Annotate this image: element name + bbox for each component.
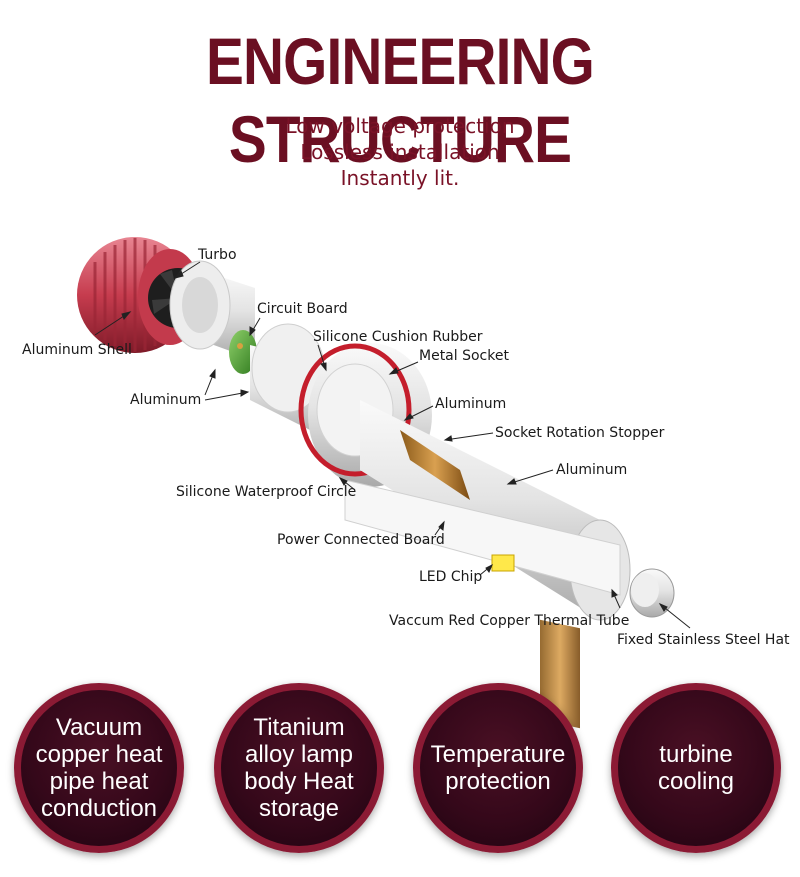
subtitle-line-3: Instantly lit. [340, 166, 460, 190]
label-aluminum-mid: Aluminum [435, 396, 507, 412]
label-vaccum-red-copper-thermal-tube: Vaccum Red Copper Thermal Tube [389, 613, 630, 629]
feature-badge-text: Temperature protection [430, 741, 566, 795]
label-metal-socket: Metal Socket [419, 348, 509, 364]
power-board-part [344, 479, 621, 596]
label-aluminum-right: Aluminum [556, 462, 628, 478]
label-power-connected-board: Power Connected Board [277, 532, 445, 548]
feature-badge-text: Titanium alloy lamp body Heat storage [244, 714, 354, 822]
feature-badge-turbine-cooling: turbine cooling [611, 683, 781, 853]
label-circuit-board: Circuit Board [257, 301, 348, 317]
subtitle-line-1: Low voltage protection [285, 114, 515, 138]
feature-badge-temperature-protection: Temperature protection [413, 683, 583, 853]
label-turbo: Turbo [198, 247, 237, 263]
label-aluminum-left: Aluminum [130, 392, 202, 408]
feature-badge-titanium-alloy: Titanium alloy lamp body Heat storage [214, 683, 384, 853]
label-silicone-cushion-rubber: Silicone Cushion Rubber [313, 329, 483, 345]
label-aluminum-shell: Aluminum Shell [22, 342, 132, 358]
label-led-chip: LED Chip [419, 569, 483, 585]
feature-badge-heat-pipe: Vacuum copper heat pipe heat conduction [14, 683, 184, 853]
feature-badge-text: Vacuum copper heat pipe heat conduction [35, 714, 163, 822]
feature-badge-text: turbine cooling [657, 741, 735, 795]
label-fixed-stainless-steel-hat: Fixed Stainless Steel Hat [617, 632, 790, 648]
label-socket-rotation-stopper: Socket Rotation Stopper [495, 425, 665, 441]
page-title: ENGINEERING STRUCTURE [206, 24, 595, 176]
label-silicone-waterproof-circle: Silicone Waterproof Circle [176, 484, 357, 500]
aluminum-collar-part [169, 260, 255, 360]
subtitle-line-2: Lossless installation [300, 140, 500, 164]
